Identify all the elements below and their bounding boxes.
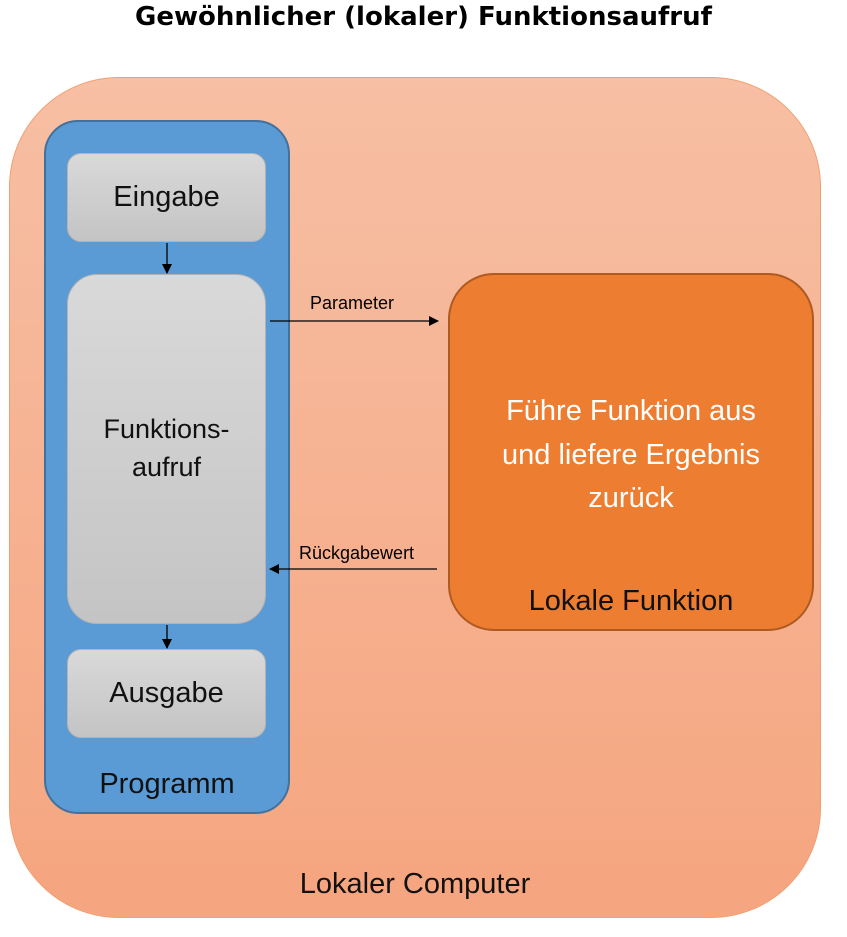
local-function-box — [448, 273, 814, 631]
function-call-label-line2: aufruf — [131, 452, 202, 482]
local-function-text-line1: Führe Funktion aus — [506, 395, 756, 427]
local-function-label: Lokale Funktion — [528, 585, 734, 617]
function-call-box: Funktions- aufruf — [67, 274, 266, 624]
diagram-title: Gewöhnlicher (lokaler) Funktionsaufruf — [135, 2, 712, 32]
local-computer-label: Lokaler Computer — [299, 868, 531, 900]
function-call-label-line1: Funktions- — [103, 414, 230, 445]
program-label: Programm — [99, 768, 235, 800]
output-box: Ausgabe — [67, 649, 266, 738]
input-box: Eingabe — [67, 153, 266, 242]
local-function-text-line3: zurück — [588, 482, 674, 514]
parameter-label: Parameter — [310, 293, 395, 313]
output-label: Ausgabe — [109, 677, 224, 709]
local-function-description: Führe Funktion aus und liefere Ergebnis … — [448, 390, 814, 521]
local-function-text-line2: und liefere Ergebnis — [502, 438, 760, 471]
return-value-label: Rückgabewert — [299, 543, 415, 563]
input-label: Eingabe — [113, 181, 220, 213]
